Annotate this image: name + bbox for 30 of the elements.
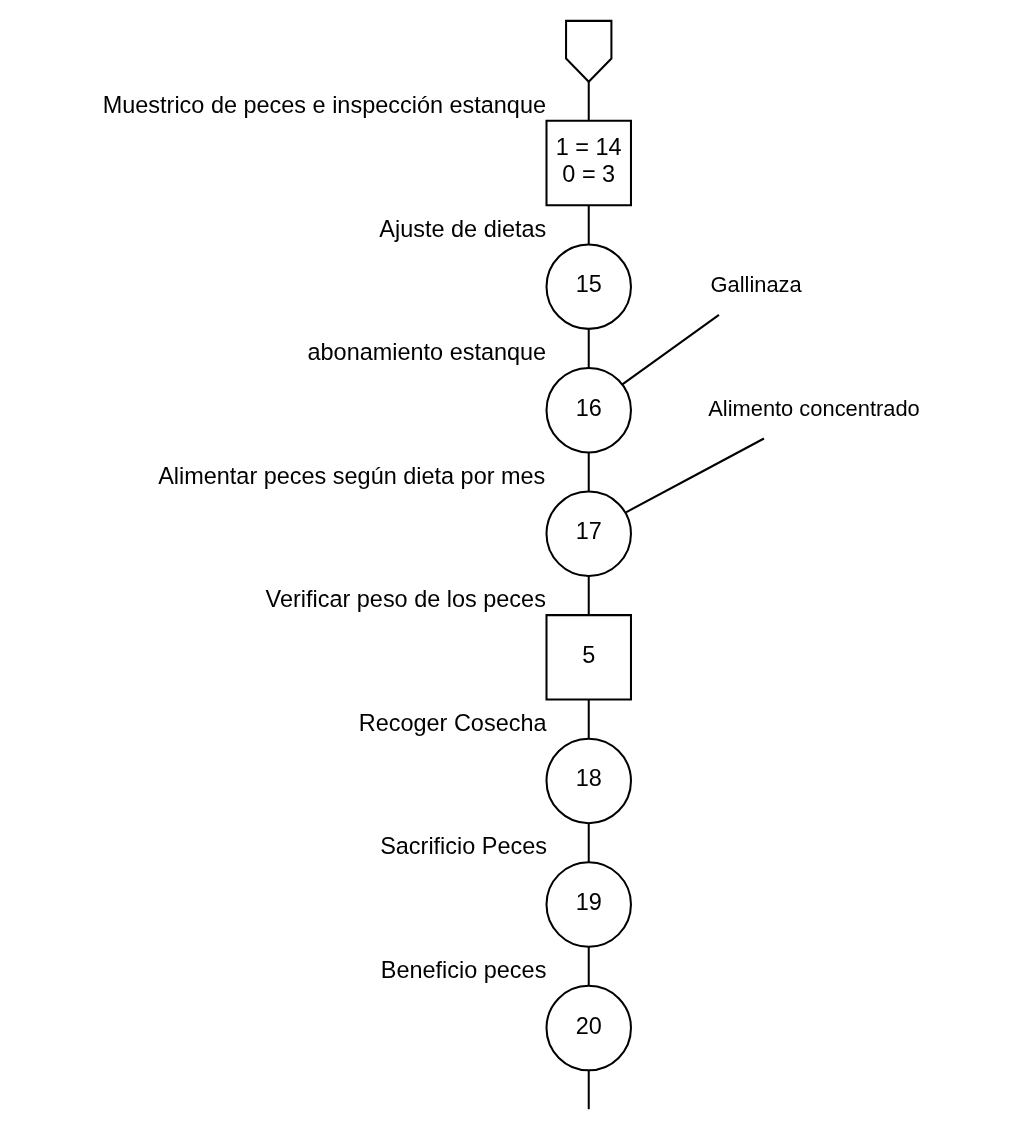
node-label: Ajuste de dietas bbox=[378, 215, 546, 242]
node-circle: 19 bbox=[545, 861, 632, 948]
connector bbox=[587, 452, 590, 492]
node-pentagon bbox=[564, 19, 612, 84]
connector bbox=[587, 1070, 590, 1110]
node-circle: 18 bbox=[545, 737, 632, 825]
connector bbox=[587, 205, 590, 245]
node-box: 5 bbox=[545, 614, 632, 701]
node-circle: 15 bbox=[545, 243, 632, 330]
node-label: Recoger Cosecha bbox=[358, 709, 547, 736]
node-circle: 17 bbox=[545, 490, 632, 578]
connector bbox=[587, 946, 590, 986]
node-label: Alimentar peces según dieta por mes bbox=[157, 462, 545, 489]
node-circle: 16 bbox=[545, 366, 632, 454]
connector bbox=[587, 823, 590, 863]
node-box: 1 = 14 0 = 3 bbox=[545, 119, 632, 207]
connector bbox=[587, 699, 590, 739]
node-label: abonamiento estanque bbox=[307, 339, 546, 366]
node-text: Gallinaza bbox=[710, 272, 802, 298]
connector bbox=[587, 576, 590, 616]
connector bbox=[587, 328, 590, 368]
node-text: Alimento concentrado bbox=[707, 395, 920, 421]
connector bbox=[625, 437, 764, 514]
connector bbox=[621, 314, 720, 386]
node-label: Muestrico de peces e inspección estanque bbox=[102, 92, 546, 118]
node-circle: 20 bbox=[545, 984, 632, 1072]
node-label: Verificar peso de los peces bbox=[265, 586, 546, 613]
node-label: Sacrificio Peces bbox=[379, 833, 547, 860]
node-label: Beneficio peces bbox=[380, 957, 546, 984]
connector bbox=[587, 82, 590, 121]
